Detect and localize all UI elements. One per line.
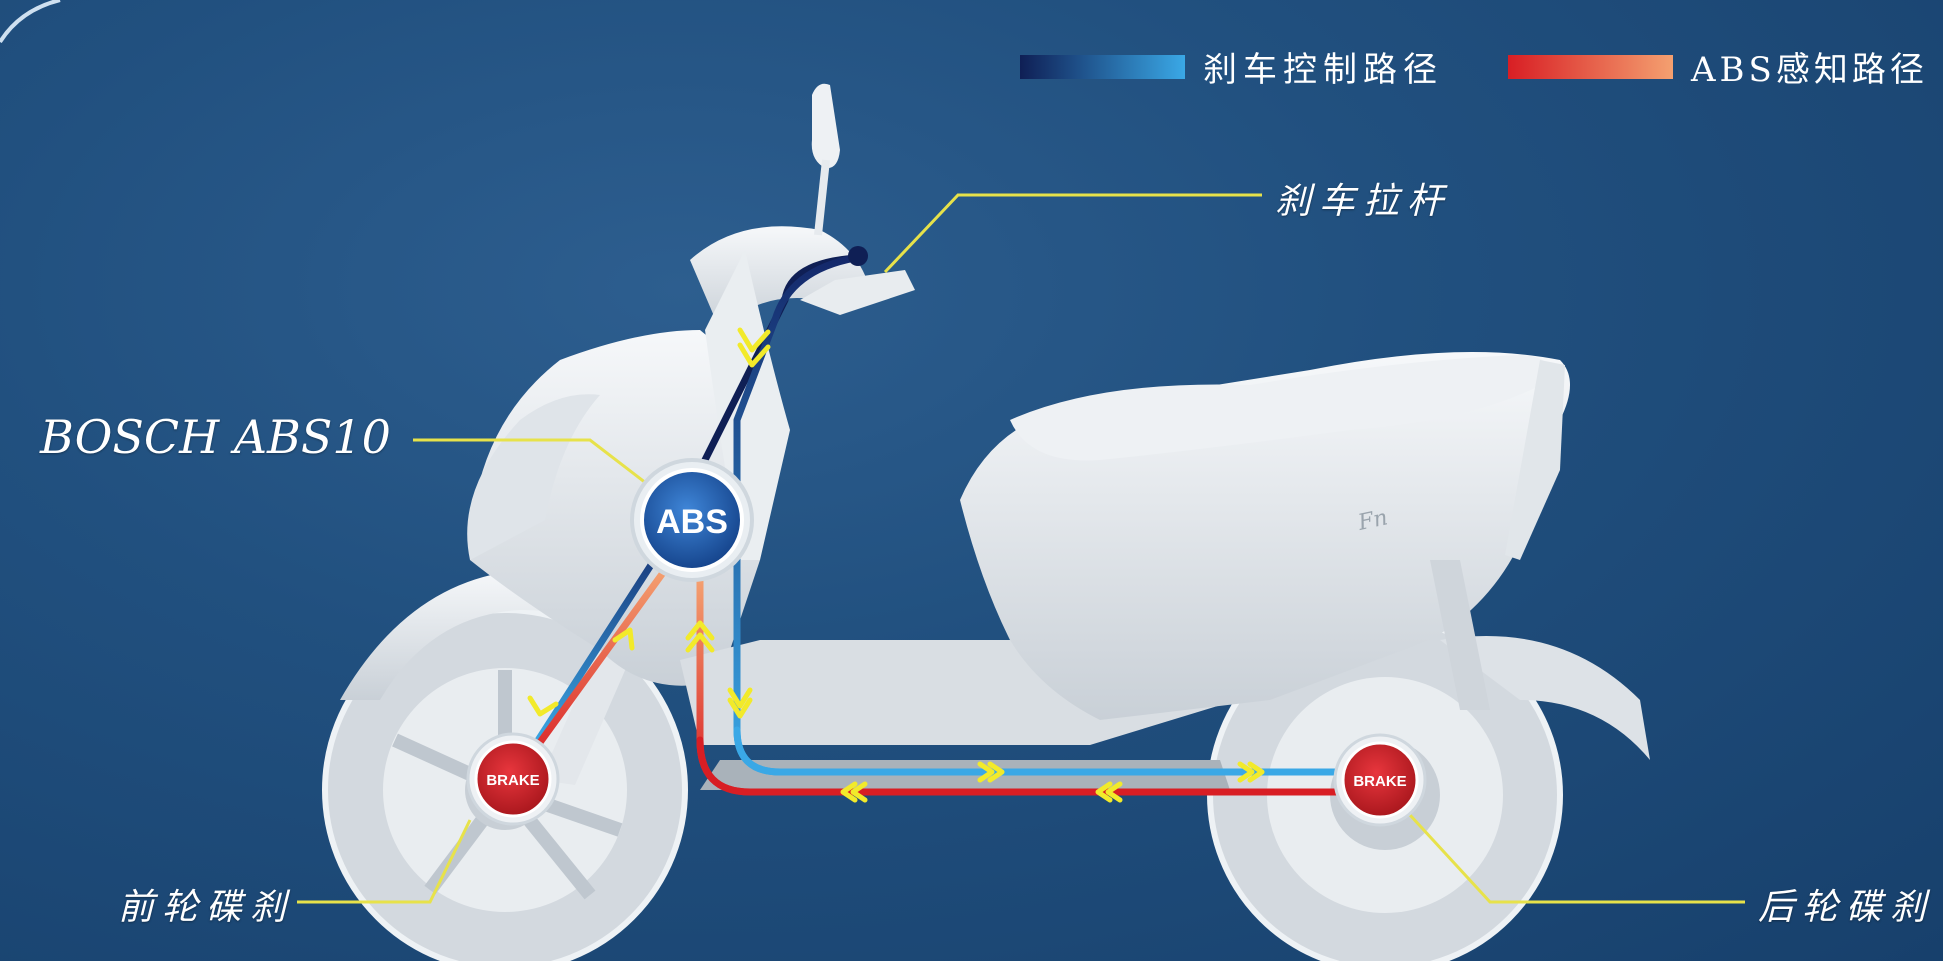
leader-abs-unit: [413, 438, 656, 492]
callout-rear-disc: 后轮碟刹: [1758, 887, 1935, 928]
corner-arc-decoration: [0, 0, 61, 44]
callout-brake-lever: 刹车拉杆: [1275, 181, 1452, 222]
abs-sensing-line-front: [516, 566, 669, 774]
leader-front-disc: [297, 819, 472, 904]
callout-front-disc: 前轮碟刹: [118, 887, 295, 928]
legend-abs-sensing-path: ABS感知路径: [1508, 42, 1928, 91]
flow-arrows: [527, 327, 1265, 803]
legend-swatch-abs-sensing: [1508, 54, 1673, 79]
callout-abs-unit: BOSCH ABS10: [40, 410, 391, 464]
legend-brake-control-path: 刹车控制路径: [1020, 42, 1443, 91]
abs-badge-label: ABS: [656, 503, 728, 541]
legend-swatch-brake-control: [1020, 54, 1185, 79]
rear-brake-badge: BRAKE: [1333, 733, 1427, 827]
leader-brake-lever: [883, 193, 1262, 274]
front-brake-badge-label: BRAKE: [486, 772, 539, 789]
brake-lever-lines: [516, 246, 1344, 796]
legend-label-brake-control: 刹车控制路径: [1203, 50, 1443, 90]
svg-text:Fn: Fn: [1355, 505, 1390, 536]
callout-leader-lines: [297, 193, 1745, 904]
legend-label-abs-sensing: ABS感知路径: [1691, 50, 1928, 90]
leader-rear-disc: [1408, 813, 1745, 904]
rear-brake-badge-label: BRAKE: [1353, 773, 1406, 790]
abs-module-badge: ABS: [630, 458, 754, 582]
front-brake-badge: BRAKE: [466, 732, 560, 826]
scooter-illustration: Fn: [322, 83, 1650, 961]
